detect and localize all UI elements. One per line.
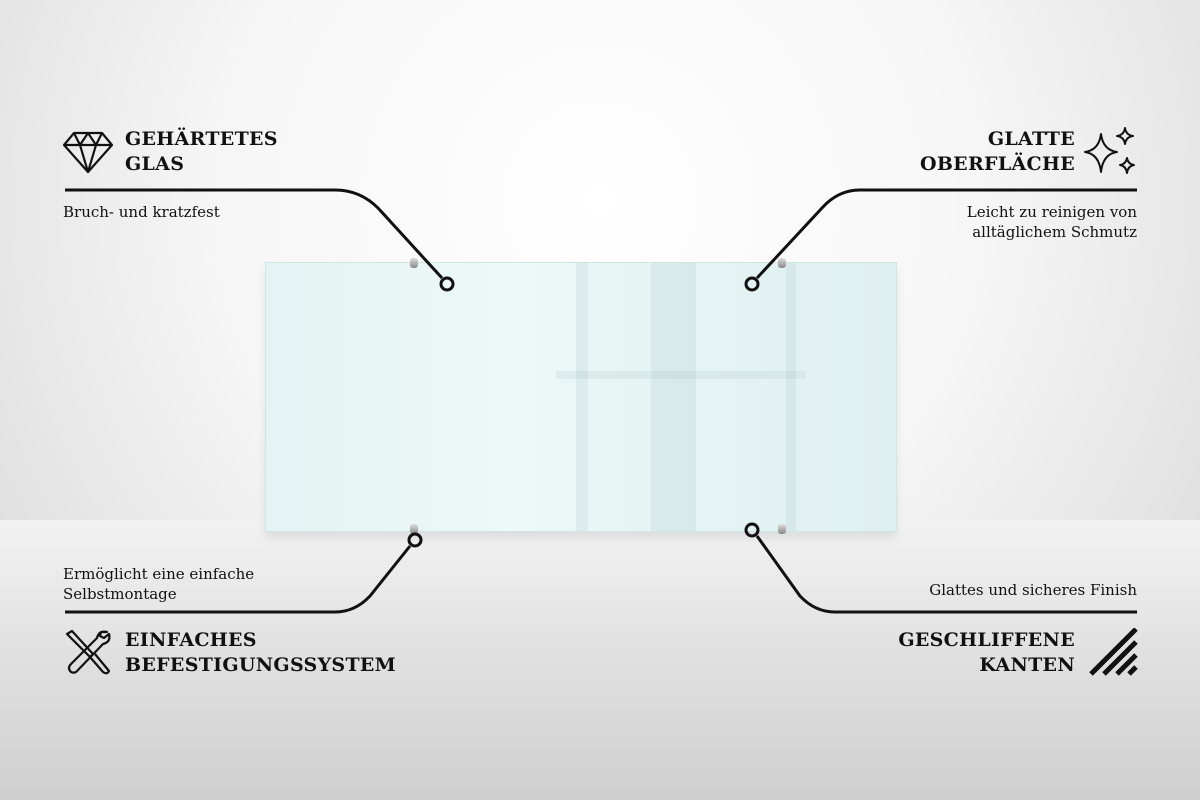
mount-screw: [410, 524, 418, 534]
mount-screw: [410, 258, 418, 268]
diamond-icon: [62, 131, 114, 174]
mount-screw: [778, 524, 786, 534]
feature-desc-tempered-glass: Bruch- und kratzfest: [63, 203, 220, 221]
mount-screw: [778, 258, 786, 268]
sparkle-icon: [1084, 127, 1135, 174]
glass-panel-image: [265, 262, 897, 532]
tools-icon: [65, 629, 111, 675]
floor-background: [0, 520, 1200, 800]
stripes-icon: [1089, 628, 1138, 676]
feature-desc-ground-edges: Glattes und sicheres Finish: [929, 581, 1137, 599]
